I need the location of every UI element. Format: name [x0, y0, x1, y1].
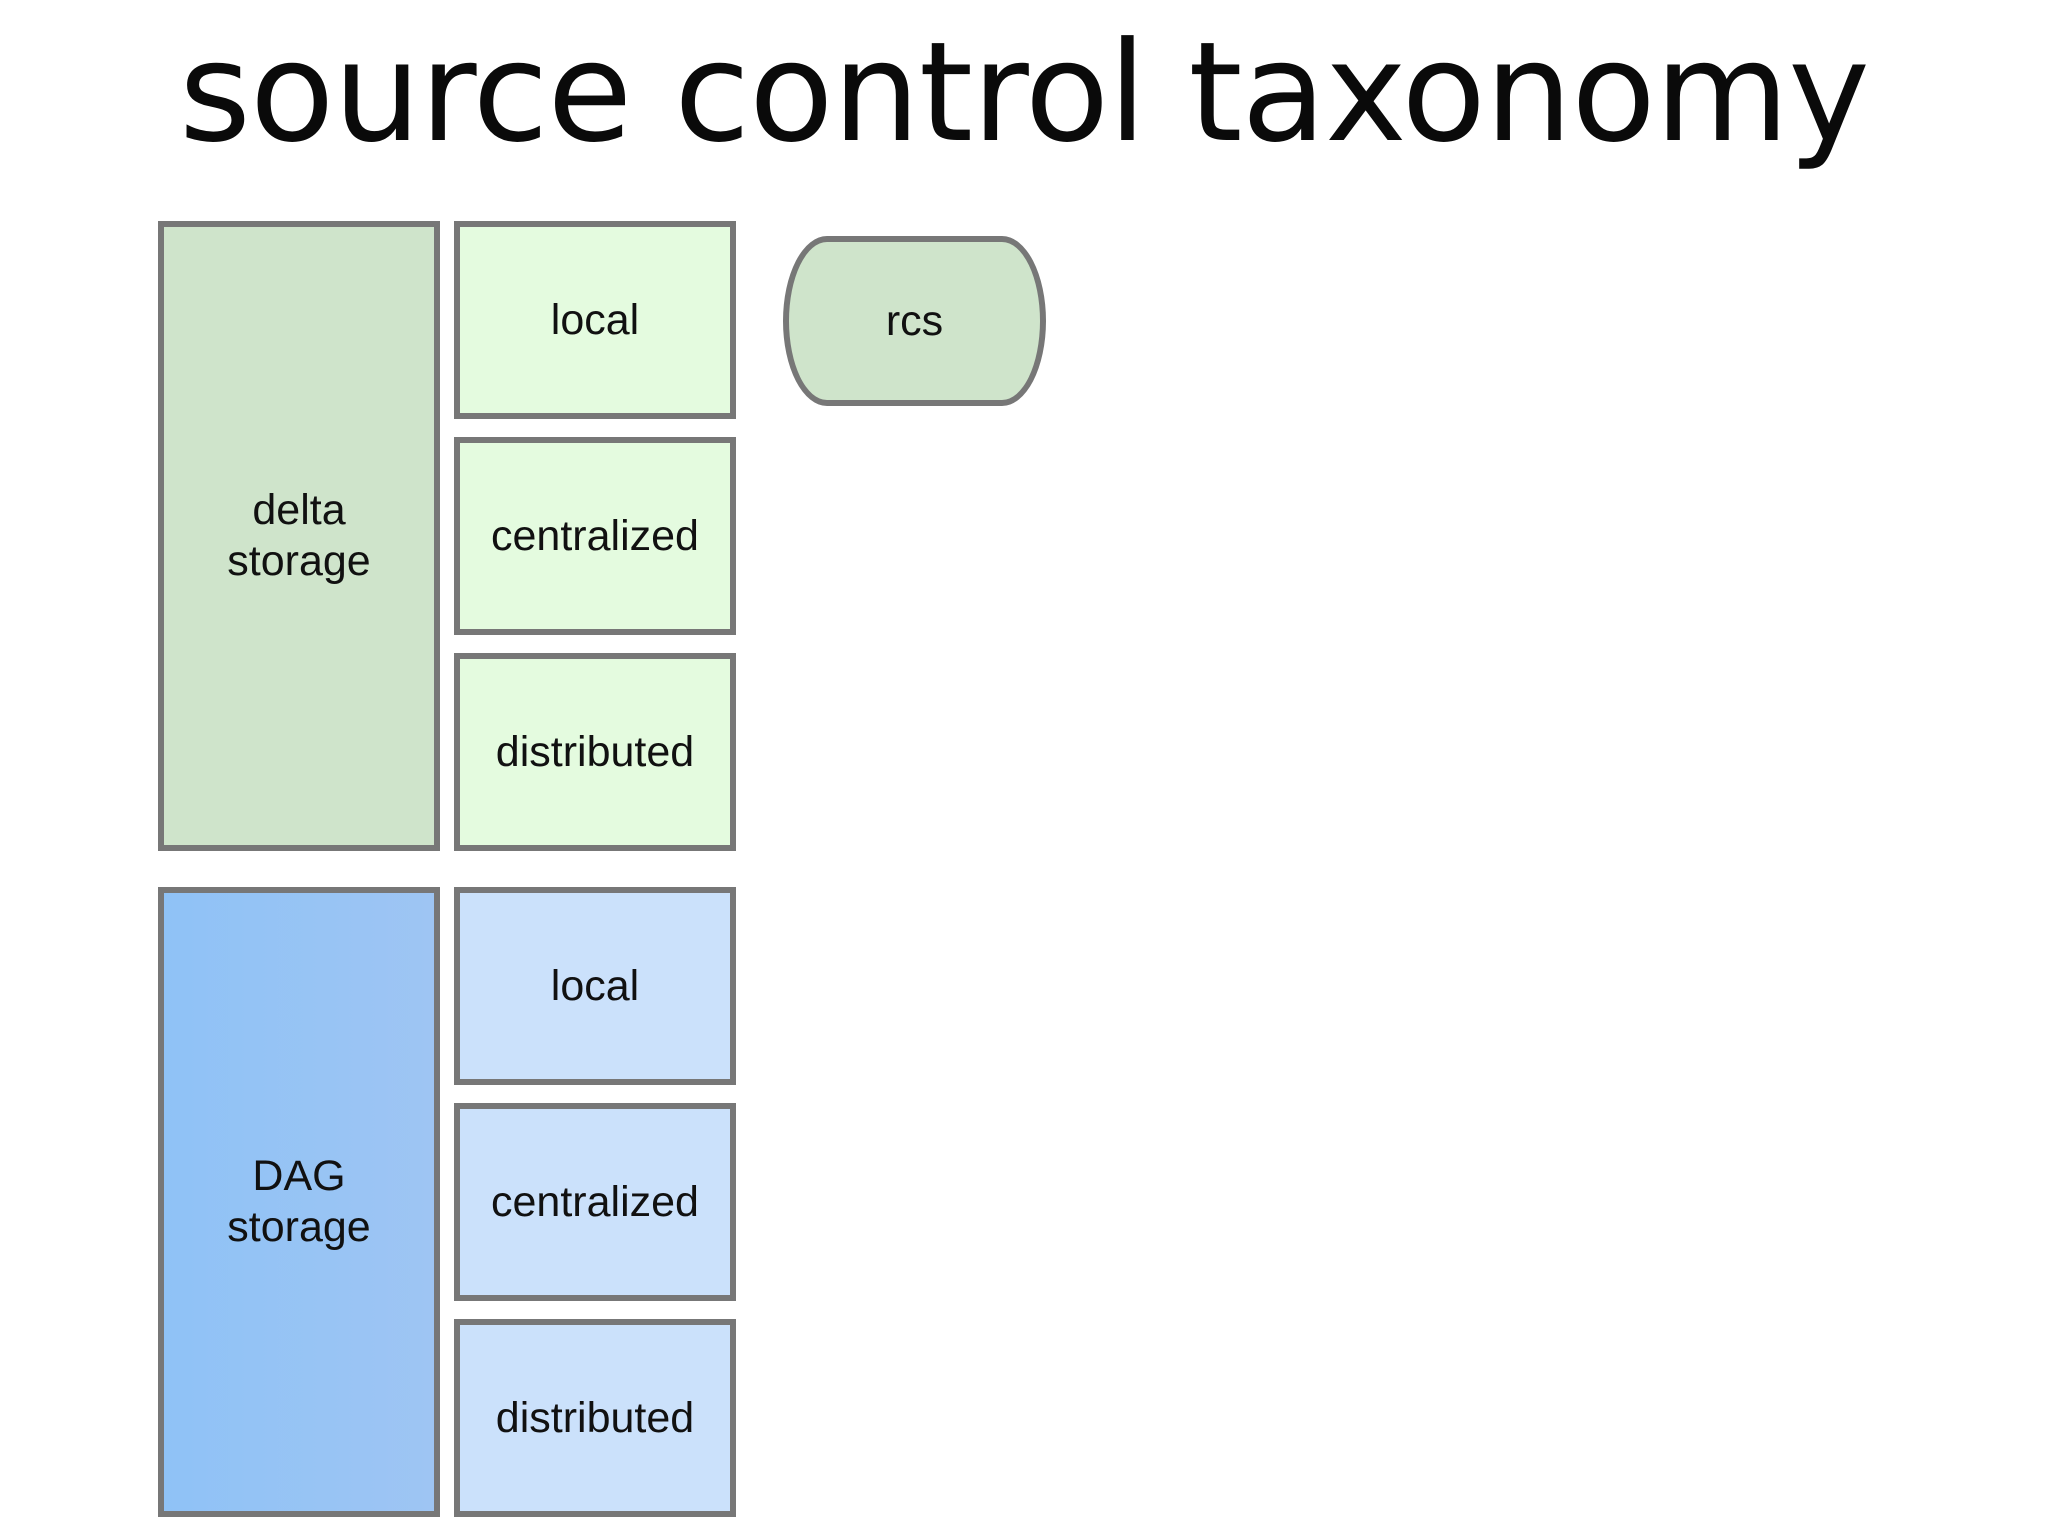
dag-centralized-box: centralized [454, 1103, 736, 1301]
dag-local-box: local [454, 887, 736, 1085]
category-dag-storage: DAG storage [158, 887, 440, 1517]
slide-title: source control taxonomy [179, 12, 1870, 173]
dag-distributed-box: distributed [454, 1319, 736, 1517]
category-delta-storage: delta storage [158, 221, 440, 851]
delta-distributed-box: distributed [454, 653, 736, 851]
delta-centralized-box: centralized [454, 437, 736, 635]
example-rcs-pill: rcs [783, 236, 1046, 406]
delta-local-box: local [454, 221, 736, 419]
